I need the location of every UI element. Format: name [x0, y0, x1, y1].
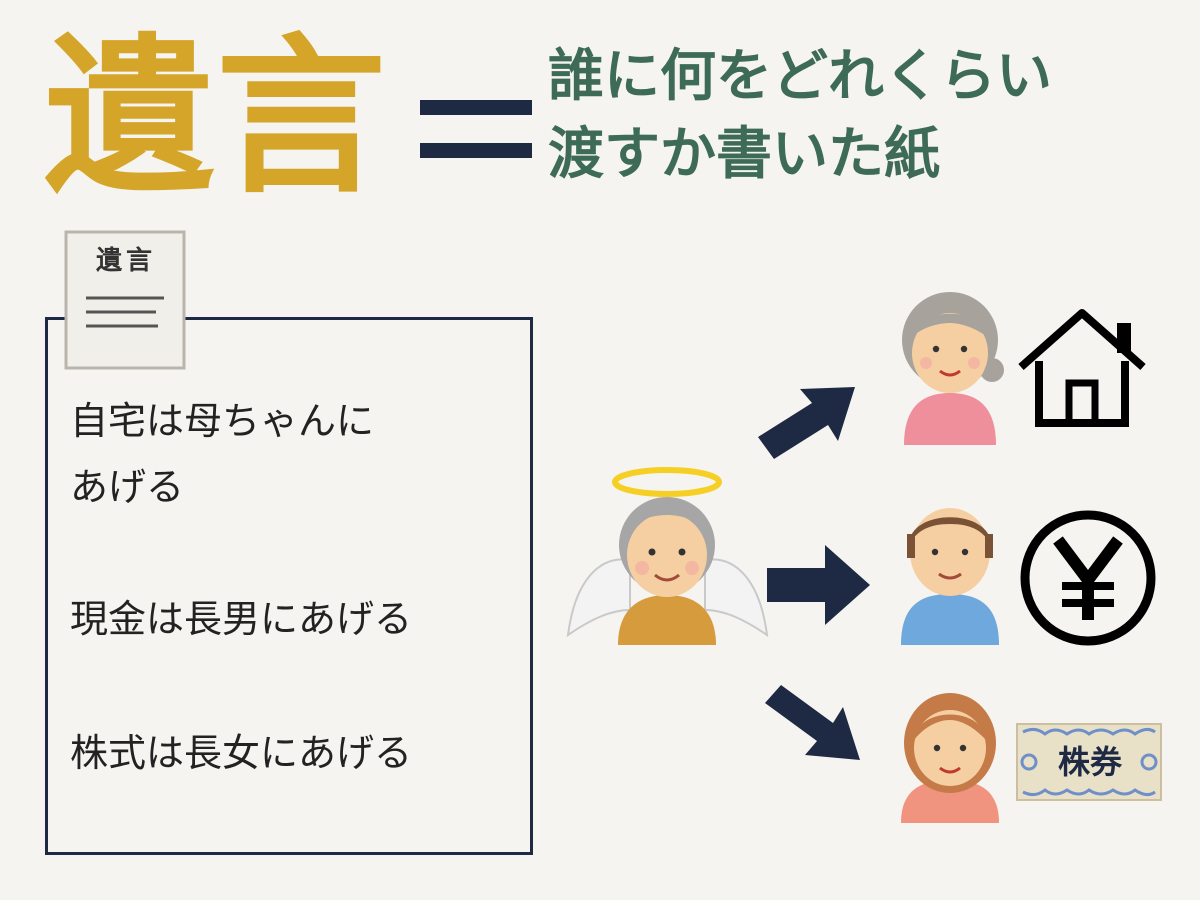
arrow-to-daughter — [765, 685, 860, 760]
mother-illustration — [902, 292, 1004, 445]
equals-sign — [420, 100, 532, 158]
page-title: 遺言 — [44, 19, 389, 217]
document-label: 遺言 — [95, 246, 156, 276]
will-box — [45, 317, 533, 855]
house-icon — [1018, 309, 1146, 427]
subtitle-line-2: 渡すか書いた紙 — [548, 122, 940, 187]
stock-certificate-icon — [1016, 723, 1162, 801]
will-line-house-cont: あげる — [70, 465, 185, 509]
daughter-illustration — [901, 693, 999, 823]
will-line-house: 自宅は母ちゃんに — [70, 399, 375, 443]
will-line-cash: 現金は長男にあげる — [70, 597, 413, 641]
will-line-stock: 株式は長女にあげる — [70, 731, 413, 775]
stock-certificate-label: 株券 — [1057, 743, 1122, 781]
son-illustration — [901, 508, 999, 645]
arrow-to-mother — [758, 387, 855, 459]
angel-grandfather-illustration — [566, 467, 769, 645]
arrow-to-son — [767, 545, 870, 625]
subtitle-line-1: 誰に何をどれくらい — [548, 44, 1052, 109]
subtitle: 誰に何をどれくらい 渡すか書いた紙 — [548, 38, 1052, 194]
document-icon — [64, 230, 186, 370]
yen-icon — [1020, 510, 1156, 646]
